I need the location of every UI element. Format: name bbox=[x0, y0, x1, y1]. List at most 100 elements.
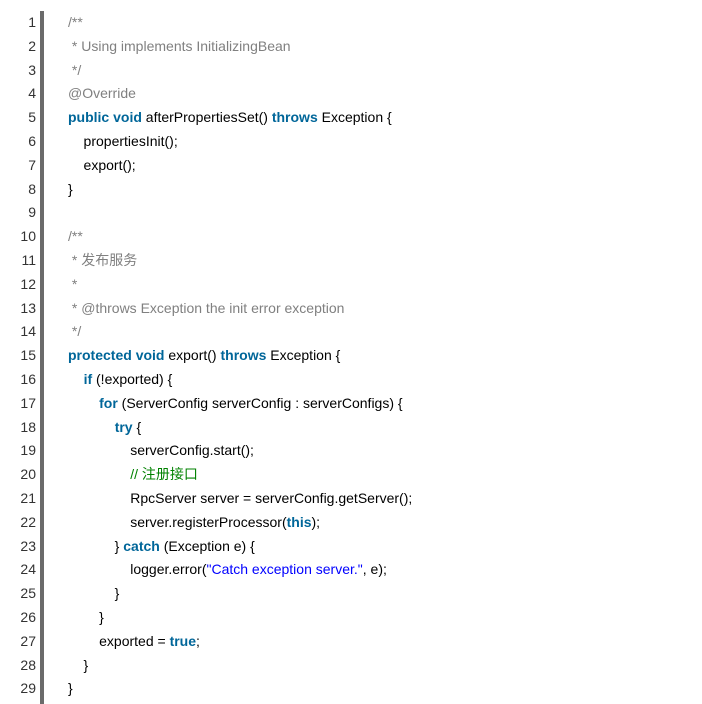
code-token-plain: Exception { bbox=[317, 109, 392, 126]
code-line: */ bbox=[68, 59, 702, 83]
code-line: } bbox=[68, 606, 702, 630]
code-token-plain: (Exception e) { bbox=[159, 537, 255, 554]
code-line: logger.error("Catch exception server.", … bbox=[68, 558, 702, 582]
code-line: } bbox=[68, 677, 702, 701]
code-token-keyword: if bbox=[83, 370, 93, 387]
code-token-plain: } bbox=[68, 537, 124, 554]
code-token-comment: * Using implements InitializingBean bbox=[68, 37, 291, 54]
line-number: 5 bbox=[28, 109, 36, 126]
line-number: 14 bbox=[20, 323, 36, 340]
code-token-keyword: public bbox=[68, 109, 110, 126]
line-number: 10 bbox=[20, 228, 36, 245]
code-line: } bbox=[68, 582, 702, 606]
code-line: export(); bbox=[68, 154, 702, 178]
code-token-plain: server.registerProcessor( bbox=[68, 513, 287, 530]
code-token-comment: * @throws Exception the init error excep… bbox=[68, 299, 345, 316]
code-token-keyword: true bbox=[169, 632, 197, 649]
line-number: 23 bbox=[20, 537, 36, 554]
code-line: } bbox=[68, 654, 702, 678]
code-line: } bbox=[68, 178, 702, 202]
code-token-plain: } bbox=[68, 608, 104, 625]
line-number: 25 bbox=[20, 585, 36, 602]
code-token-plain: export() bbox=[164, 347, 221, 364]
code-token-green: // 注册接口 bbox=[130, 466, 198, 483]
line-number: 26 bbox=[20, 608, 36, 625]
code-token-plain: RpcServer server = serverConfig.getServe… bbox=[68, 489, 413, 506]
code-line: serverConfig.start(); bbox=[68, 439, 702, 463]
line-number: 20 bbox=[20, 466, 36, 483]
line-number: 15 bbox=[20, 347, 36, 364]
line-number: 4 bbox=[28, 85, 36, 102]
gutter-divider bbox=[40, 11, 44, 704]
line-number: 28 bbox=[20, 656, 36, 673]
code-line: RpcServer server = serverConfig.getServe… bbox=[68, 487, 702, 511]
code-token-comment: */ bbox=[68, 323, 82, 340]
code-token-comment: */ bbox=[68, 61, 82, 78]
code-token-plain: } bbox=[68, 656, 89, 673]
code-token-keyword: for bbox=[99, 394, 118, 411]
line-number: 12 bbox=[20, 275, 36, 292]
line-number: 27 bbox=[20, 632, 36, 649]
code-line: server.registerProcessor(this); bbox=[68, 511, 702, 535]
line-number: 3 bbox=[28, 61, 36, 78]
code-token-plain bbox=[68, 371, 84, 387]
code-line: if (!exported) { bbox=[68, 368, 702, 392]
code-line: } catch (Exception e) { bbox=[68, 535, 702, 559]
code-line: * @throws Exception the init error excep… bbox=[68, 297, 702, 321]
code-token-keyword: throws bbox=[220, 347, 267, 364]
code-token-comment: * bbox=[68, 275, 78, 292]
code-token-keyword: void bbox=[135, 347, 165, 364]
code-line: @Override bbox=[68, 82, 702, 106]
code-token-plain bbox=[68, 466, 130, 482]
code-line: * 发布服务 bbox=[68, 249, 702, 273]
code-token-plain: exported = bbox=[68, 632, 170, 649]
code-token-keyword: this bbox=[286, 513, 312, 530]
code-token-string: "Catch exception server." bbox=[206, 561, 363, 578]
line-number: 18 bbox=[20, 418, 36, 435]
line-number: 2 bbox=[28, 37, 36, 54]
code-token-keyword: void bbox=[113, 109, 142, 126]
line-number: 1 bbox=[28, 14, 36, 30]
code-line: /** bbox=[68, 225, 702, 249]
code-token-plain bbox=[68, 395, 99, 411]
code-line: for (ServerConfig serverConfig : serverC… bbox=[68, 392, 702, 416]
code-token-plain: } bbox=[68, 585, 120, 602]
line-number: 6 bbox=[28, 132, 36, 149]
code-line: public void afterPropertiesSet() throws … bbox=[68, 106, 702, 130]
code-token-keyword: catch bbox=[123, 537, 160, 554]
code-line: /** bbox=[68, 11, 702, 35]
line-number: 19 bbox=[20, 442, 36, 459]
line-number: 7 bbox=[28, 156, 36, 173]
code-line: try { bbox=[68, 416, 702, 440]
code-token-plain: } bbox=[68, 180, 73, 197]
line-number: 16 bbox=[20, 370, 36, 387]
line-number: 29 bbox=[20, 680, 36, 697]
line-number: 8 bbox=[28, 180, 36, 197]
code-line: protected void export() throws Exception… bbox=[68, 344, 702, 368]
code-token-plain bbox=[68, 419, 115, 435]
code-line: // 注册接口 bbox=[68, 463, 702, 487]
code-token-plain: serverConfig.start(); bbox=[68, 442, 254, 459]
code-token-plain: Exception { bbox=[266, 347, 341, 364]
line-number: 17 bbox=[20, 394, 36, 411]
code-token-keyword: throws bbox=[271, 109, 318, 126]
code-token-plain: (!exported) { bbox=[92, 370, 173, 387]
code-token-comment: * 发布服务 bbox=[68, 251, 138, 268]
line-number: 22 bbox=[20, 513, 36, 530]
code-line: propertiesInit(); bbox=[68, 130, 702, 154]
code-line bbox=[68, 201, 702, 225]
code-block[interactable]: /** * Using implements InitializingBean … bbox=[68, 11, 702, 701]
code-token-comment: /** bbox=[68, 228, 83, 245]
code-line: exported = true; bbox=[68, 630, 702, 654]
code-line: */ bbox=[68, 320, 702, 344]
line-number: 13 bbox=[20, 299, 36, 316]
code-token-plain: } bbox=[68, 680, 73, 697]
code-token-plain: ); bbox=[311, 513, 321, 530]
line-number: 24 bbox=[20, 561, 36, 578]
line-number: 11 bbox=[21, 251, 36, 268]
code-token-plain: , e); bbox=[362, 561, 387, 578]
code-token-keyword: protected bbox=[68, 347, 132, 364]
